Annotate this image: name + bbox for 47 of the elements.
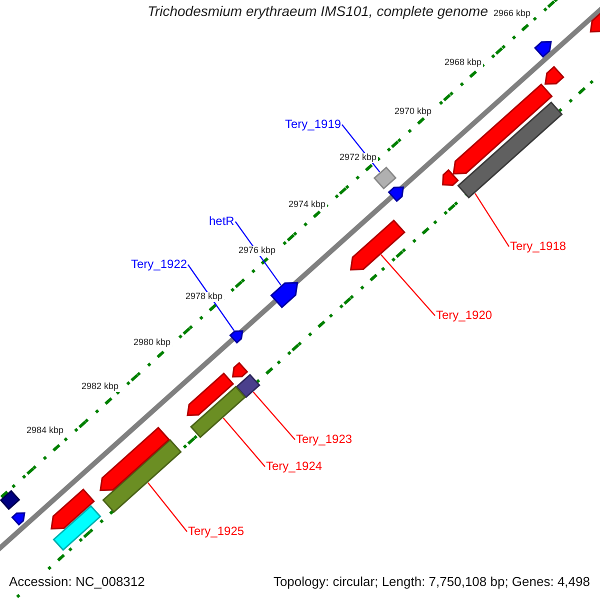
gene-block [373,166,397,190]
gene-block [52,505,102,551]
gene-label: Tery_1918 [510,240,566,254]
leader-line [474,193,510,247]
leader-line [222,418,266,467]
accession-text: Accession: NC_008312 [9,575,145,590]
leader-line [380,254,436,316]
gene-block [544,66,564,85]
leader-line [148,482,188,532]
gene-block [102,438,182,514]
gene-block [590,12,600,32]
gene-block [232,362,248,378]
gene-block [534,40,552,58]
gene-block [190,386,246,438]
gene-block [186,372,234,416]
gene-label: Tery_1919 [285,118,342,132]
scale-label: 2978 kbp [184,292,224,302]
gene-block [350,219,406,270]
scale-label: 2980 kbp [132,338,172,348]
gene-block [50,488,95,530]
gene-label: hetR [209,215,234,228]
gene-block [236,374,260,398]
gene-block [388,186,404,202]
genome-summary-text: Topology: circular; Length: 7,750,108 bp; Genes: 4,498 [273,575,590,590]
gene-block [270,282,298,308]
map-title: Trichodesmium erythraeum IMS101, complete genome [147,4,488,20]
gene-label: Tery_1920 [436,309,492,322]
scale-label: 2966 kbp [492,9,532,19]
scale-label: 2968 kbp [444,58,483,68]
gene-block [0,490,20,510]
scale-label: 2976 kbp [238,246,277,256]
leader-line [252,392,296,440]
gene-block [229,330,244,344]
scale-label: 2974 kbp [288,200,327,210]
gene-block [100,426,170,492]
gene-block [457,101,563,199]
gene-block [442,169,459,186]
gene-block [452,83,553,174]
gene-label: Tery_1922 [131,258,188,272]
scale-label: 2972 kbp [338,153,378,163]
gene-label: Tery_1924 [266,460,322,474]
gene-label: Tery_1925 [188,525,244,538]
scale-label: 2982 kbp [80,382,120,392]
scale-label: 2984 kbp [26,426,65,436]
scale-label: 2970 kbp [394,107,433,117]
gene-block [11,512,26,526]
gene-label: Tery_1923 [296,433,352,446]
